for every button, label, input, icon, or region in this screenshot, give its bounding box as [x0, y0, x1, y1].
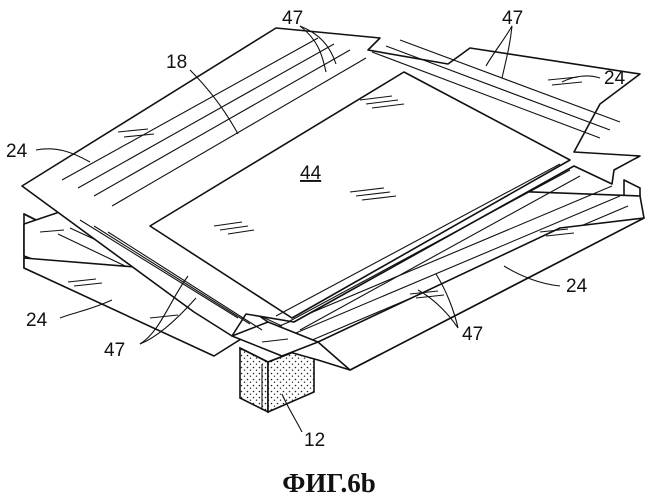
- foam-block-front: [240, 348, 268, 412]
- ref-24-right: 24: [566, 276, 588, 297]
- ref-12: 12: [304, 430, 325, 451]
- ref-47-lower-left: 47: [104, 340, 125, 361]
- ref-24-top-right: 24: [604, 68, 626, 89]
- ref-47-lower-right: 47: [462, 324, 483, 345]
- ref-47-top-left: 47: [282, 8, 303, 29]
- ref-47-top-right: 47: [502, 8, 523, 29]
- figure-caption: ФИГ.6b: [282, 468, 376, 498]
- ref-44: 44: [300, 163, 322, 184]
- ref-18: 18: [166, 52, 187, 73]
- ref-24-lower-left: 24: [26, 310, 48, 331]
- ref-24-left: 24: [6, 141, 28, 162]
